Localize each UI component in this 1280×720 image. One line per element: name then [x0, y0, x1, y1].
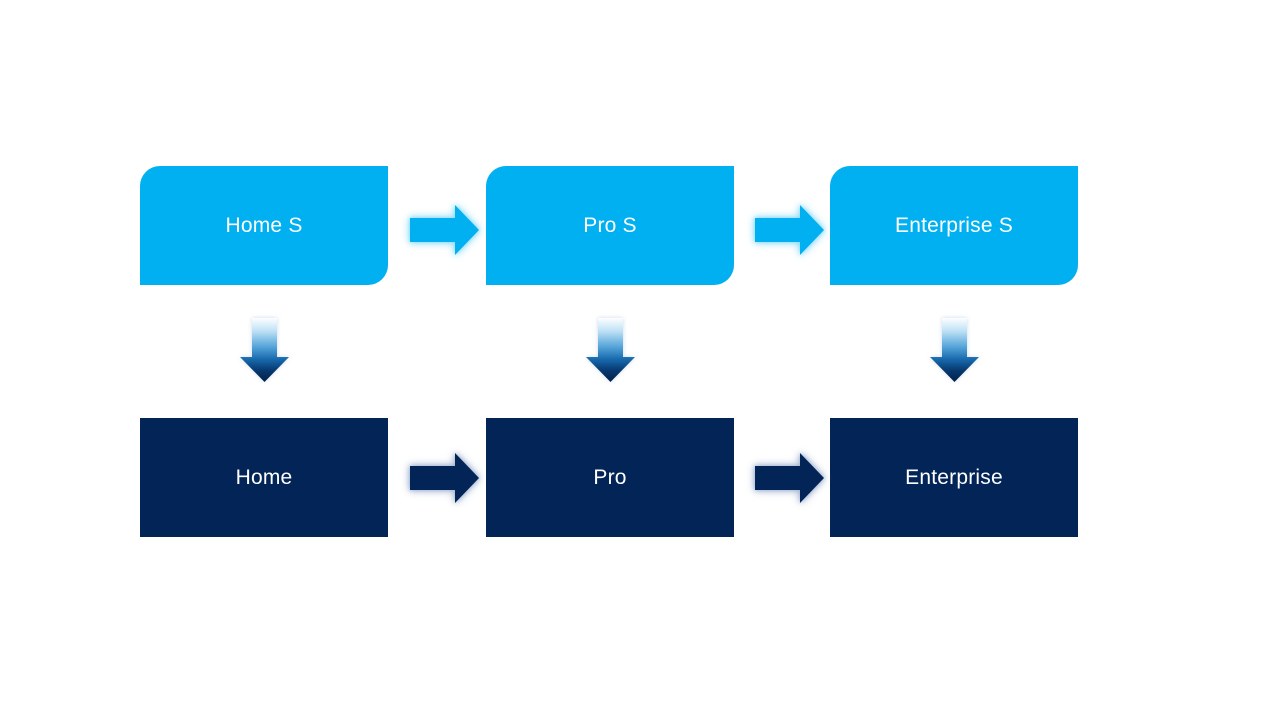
node-home-s: Home S: [140, 166, 388, 285]
node-pro-s: Pro S: [486, 166, 734, 285]
node-home-s-label: Home S: [225, 213, 303, 237]
node-pro-s-label: Pro S: [583, 213, 637, 237]
down-arrow-icon: [586, 318, 635, 382]
down-arrow-icon: [240, 318, 289, 382]
right-arrow-icon: [755, 205, 824, 255]
down-arrow-icon: [930, 318, 979, 382]
node-enterprise-s-label: Enterprise S: [895, 213, 1013, 237]
node-pro-label: Pro: [593, 465, 627, 489]
right-arrow-icon: [410, 453, 479, 503]
node-enterprise-label: Enterprise: [905, 465, 1003, 489]
right-arrow-icon: [755, 453, 824, 503]
node-pro: Pro: [486, 418, 734, 537]
node-home-label: Home: [235, 465, 293, 489]
node-enterprise: Enterprise: [830, 418, 1078, 537]
node-enterprise-s: Enterprise S: [830, 166, 1078, 285]
node-home: Home: [140, 418, 388, 537]
right-arrow-icon: [410, 205, 479, 255]
